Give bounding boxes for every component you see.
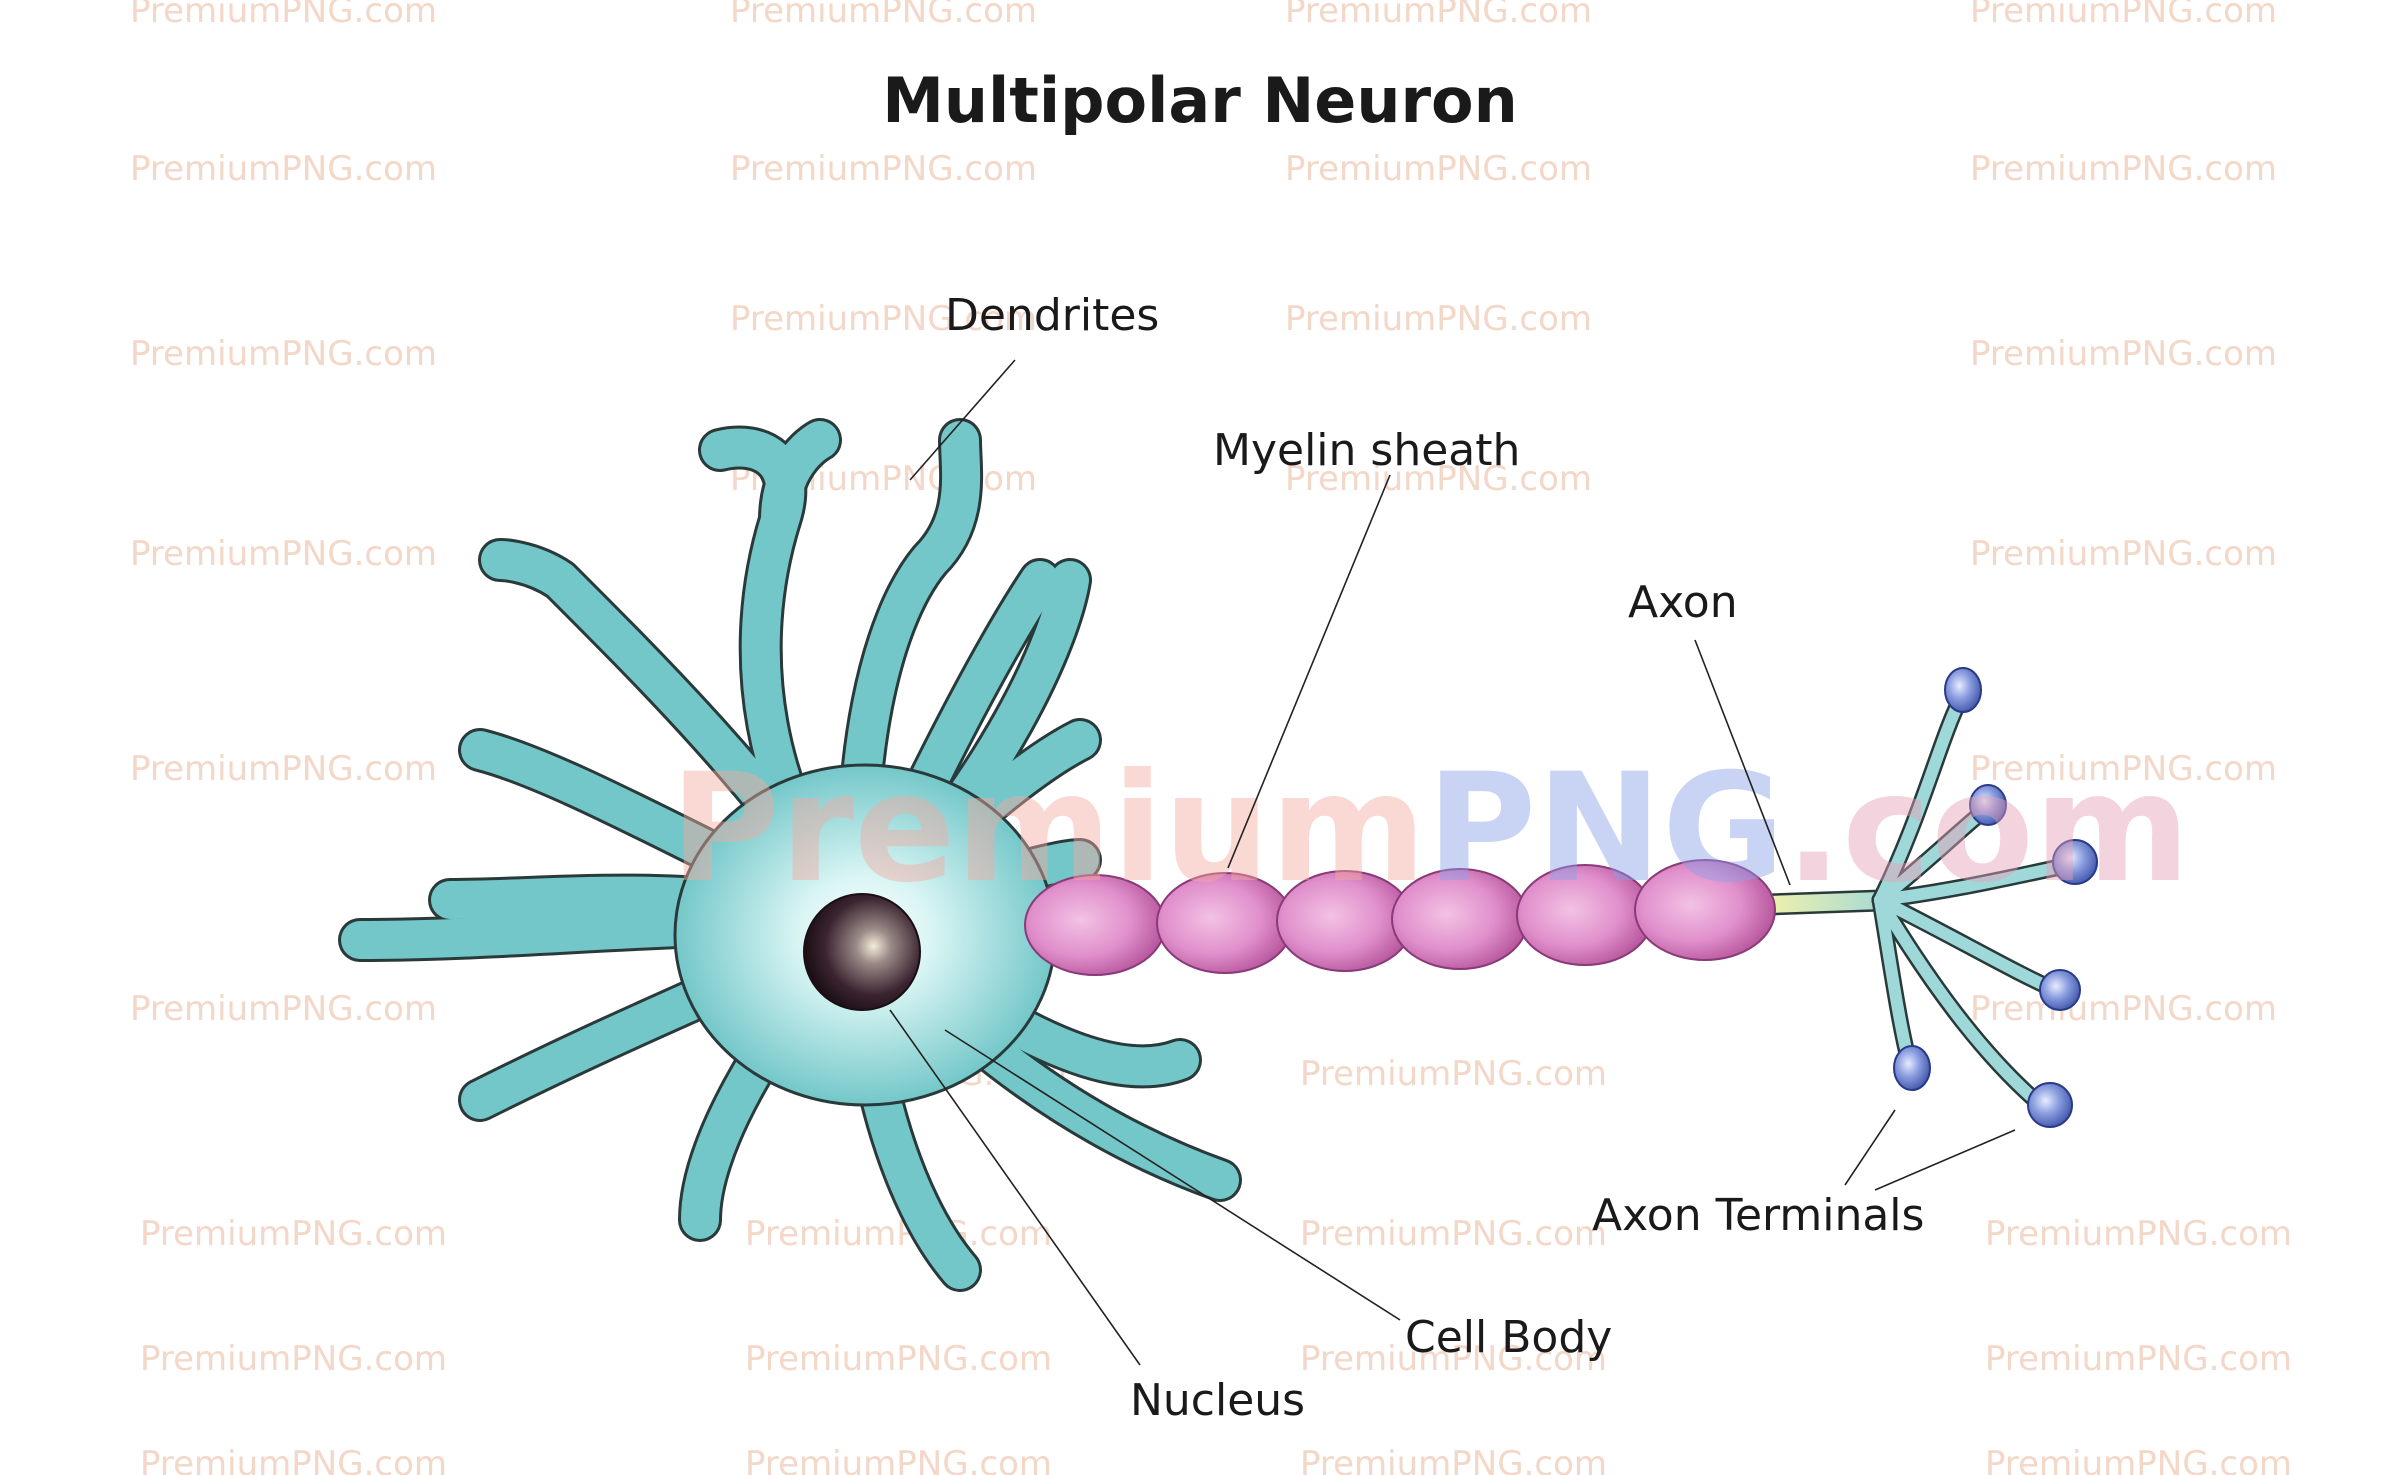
leader-axon-terminals-right (1874, 1129, 2016, 1191)
watermark-text: PremiumPNG.com (730, 0, 1037, 31)
watermark-text: PremiumPNG.com (1300, 1444, 1607, 1475)
watermark-text: PremiumPNG.com (140, 1214, 447, 1254)
watermark-text: PremiumPNG.com (1285, 149, 1592, 189)
watermark-text: PremiumPNG.com (130, 0, 437, 31)
watermark-text: PremiumPNG.com (140, 1444, 447, 1475)
watermark-text: PremiumPNG.com (1300, 1054, 1607, 1094)
watermark-text: PremiumPNG.com (1285, 299, 1592, 339)
watermark-text: PremiumPNG.com (745, 1339, 1052, 1379)
dendrites (338, 418, 1242, 1292)
label-dendrites: Dendrites (945, 290, 1159, 341)
terminal-bulb (1944, 667, 1982, 713)
leader-nucleus (889, 1009, 1141, 1366)
watermark-text: PremiumPNG.com (130, 989, 437, 1029)
big-watermark: PremiumPNG.com (670, 742, 2190, 916)
watermark-text: PremiumPNG.com (1970, 0, 2277, 31)
watermark-text: PremiumPNG.com (745, 1444, 1052, 1475)
myelin-segment (1634, 859, 1776, 961)
axon-terminals (1871, 667, 2098, 1128)
terminal-bulb (2027, 1082, 2073, 1128)
myelin-sheath (1024, 859, 1776, 976)
label-nucleus: Nucleus (1130, 1375, 1305, 1426)
terminal-bulb (2052, 839, 2098, 885)
label-myelin-sheath: Myelin sheath (1213, 425, 1520, 476)
watermark-text: PremiumPNG.com (1970, 989, 2277, 1029)
watermark-text: PremiumPNG.com (1285, 459, 1592, 499)
watermark-text: PremiumPNG.com (140, 1339, 447, 1379)
watermark-text: PremiumPNG.com (1985, 1444, 2292, 1475)
leader-lines (889, 359, 2016, 1366)
watermark-text: PremiumPNG.com (730, 149, 1037, 189)
label-axon: Axon (1628, 577, 1738, 628)
watermark-grid: PremiumPNG.com PremiumPNG.com PremiumPNG… (130, 0, 2292, 1475)
watermark-text: PremiumPNG.com (730, 299, 1037, 339)
watermark-text: PremiumPNG.com (1970, 749, 2277, 789)
watermark-text: PremiumPNG.com (1985, 1339, 2292, 1379)
watermark-text: PremiumPNG.com (1985, 1214, 2292, 1254)
leader-axon (1694, 639, 1791, 886)
diagram-title: Multipolar Neuron (882, 64, 1518, 137)
watermark-text: PremiumPNG.com (130, 534, 437, 574)
leader-axon-terminals-left (1844, 1109, 1896, 1186)
label-cell-body: Cell Body (1405, 1312, 1612, 1363)
watermark-text: PremiumPNG.com (1300, 1339, 1607, 1379)
terminal-bulb (1969, 784, 2007, 826)
watermark-text: PremiumPNG.com (745, 1214, 1052, 1254)
watermark-text: PremiumPNG.com (130, 334, 437, 374)
terminal-bulb (2039, 969, 2081, 1011)
watermark-text: PremiumPNG.com (130, 149, 437, 189)
nucleus (803, 893, 921, 1011)
leader-cell-body (944, 1029, 1401, 1321)
watermark-text: PremiumPNG.com (1970, 534, 2277, 574)
watermark-text: PremiumPNG.com (1285, 0, 1592, 31)
leader-dendrites (909, 359, 1016, 481)
watermark-big: PremiumPNG.com (670, 742, 2190, 916)
watermark-text: PremiumPNG.com (130, 749, 437, 789)
label-axon-terminals: Axon Terminals (1592, 1190, 1924, 1241)
leader-myelin-sheath (1227, 474, 1391, 869)
watermark-text: PremiumPNG.com (1970, 149, 2277, 189)
watermark-text: PremiumPNG.com (1970, 334, 2277, 374)
terminal-bulb (1893, 1045, 1931, 1091)
watermark-text: PremiumPNG.com (1300, 1214, 1607, 1254)
